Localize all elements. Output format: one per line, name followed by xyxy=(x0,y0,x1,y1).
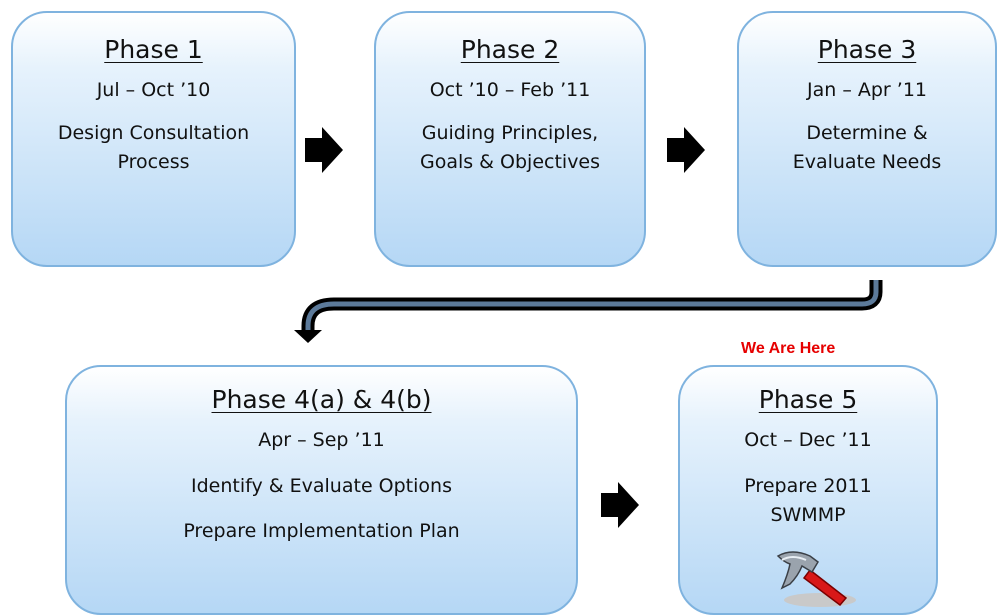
phase-title: Phase 1 xyxy=(104,35,203,64)
phase-3-box: Phase 3 Jan – Apr ’11 Determine & Evalua… xyxy=(737,11,997,267)
phase-description: Evaluate Needs xyxy=(792,151,942,173)
hammer-icon xyxy=(776,551,856,607)
phase-description: Determine & xyxy=(806,122,928,144)
phase-4-box: Phase 4(a) & 4(b) Apr – Sep ’11 Identify… xyxy=(65,365,578,615)
phase-title: Phase 3 xyxy=(817,35,917,64)
phase-dates: Apr – Sep ’11 xyxy=(258,429,385,451)
phase-description: Process xyxy=(117,151,190,173)
return-arrow-icon xyxy=(294,280,883,343)
phase-dates: Jul – Oct ’10 xyxy=(96,79,211,101)
right-arrow-icon xyxy=(305,127,343,173)
phase-description: Identify & Evaluate Options xyxy=(191,475,452,497)
phase-description: Prepare 2011 xyxy=(744,475,872,497)
phase-description: Design Consultation xyxy=(57,122,250,144)
phase-description: Guiding Principles, xyxy=(421,122,599,144)
right-arrow-icon xyxy=(667,127,705,173)
phase-2-box: Phase 2 Oct ’10 – Feb ’11 Guiding Princi… xyxy=(374,11,646,267)
phase-description: Prepare Implementation Plan xyxy=(183,520,460,542)
phase-description: Goals & Objectives xyxy=(419,151,601,173)
phase-title: Phase 2 xyxy=(460,35,560,64)
phase-title: Phase 4(a) & 4(b) xyxy=(211,385,432,414)
right-arrow-icon xyxy=(601,482,639,528)
phase-description: SWMMP xyxy=(770,504,846,526)
phase-dates: Jan – Apr ’11 xyxy=(807,79,927,101)
phase-dates: Oct – Dec ’11 xyxy=(744,429,872,451)
current-phase-marker: We Are Here xyxy=(741,340,836,357)
phase-dates: Oct ’10 – Feb ’11 xyxy=(429,79,591,101)
phase-1-box: Phase 1 Jul – Oct ’10 Design Consultatio… xyxy=(11,11,296,267)
phase-title: Phase 5 xyxy=(758,385,858,414)
